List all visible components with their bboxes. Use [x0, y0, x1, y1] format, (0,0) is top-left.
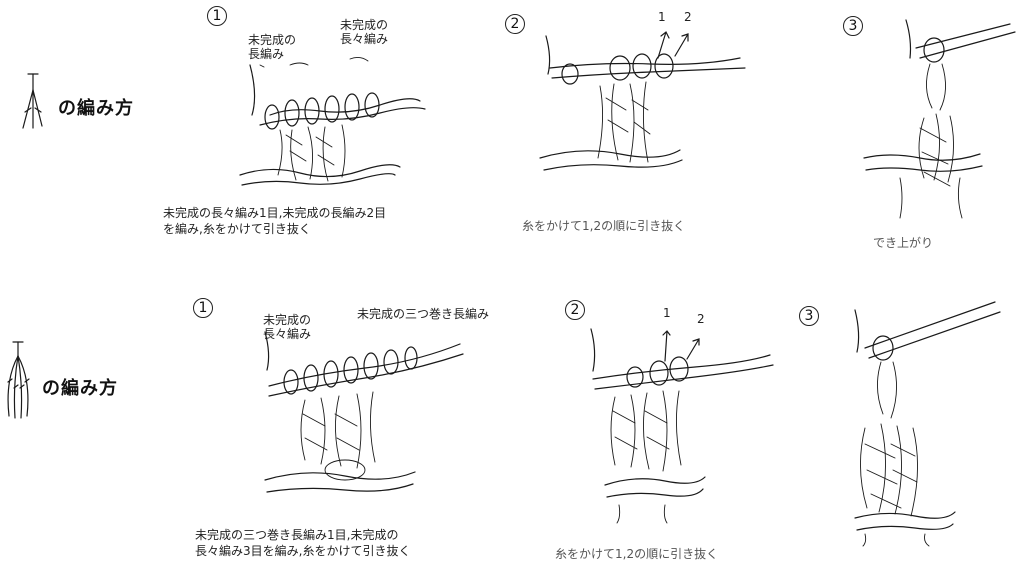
label-unfinished-double: 未完成の 長編み	[248, 33, 297, 61]
step-caption: 糸をかけて1,2の順に引き抜く	[522, 219, 686, 233]
crochet-symbol-icon	[7, 341, 30, 419]
arrow-label: 1	[658, 10, 666, 24]
stitch-diagram	[264, 331, 464, 493]
crochet-symbol-icon	[22, 73, 43, 129]
symbol-label: の編み方	[58, 98, 134, 119]
arrow-label: 2	[697, 312, 705, 326]
label-unfinished-treble: 未完成の 長々編み	[263, 313, 312, 341]
step-number: 2	[505, 14, 525, 34]
symbol-label: の編み方	[42, 378, 118, 399]
step-number: 1	[193, 298, 213, 318]
stitch-diagram	[863, 19, 1016, 219]
step-number: 2	[565, 300, 585, 320]
stitch-diagram	[539, 31, 746, 171]
arrow-label: 2	[684, 10, 692, 24]
step-caption: 未完成の長々編み1目,未完成の長編み2目 を編み,糸をかけて引き抜く	[163, 206, 387, 236]
step-number: 3	[799, 306, 819, 326]
label-unfinished-treble: 未完成の 長々編み	[340, 18, 389, 46]
stitch-diagram	[854, 301, 1001, 547]
step-caption: 未完成の三つ巻き長編み1目,未完成の 長々編み3目を編み,糸をかけて引き抜く	[195, 528, 411, 558]
step-number: 1	[207, 6, 227, 26]
step-caption: 糸をかけて1,2の順に引き抜く	[555, 547, 719, 561]
step-caption: でき上がり	[873, 236, 934, 250]
stitch-diagram	[590, 328, 774, 524]
label-unfinished-triple-treble: 未完成の三つ巻き長編み	[357, 307, 490, 321]
arrow-label: 1	[663, 306, 671, 320]
step-number: 3	[843, 16, 863, 36]
stitch-diagram	[239, 56, 426, 186]
